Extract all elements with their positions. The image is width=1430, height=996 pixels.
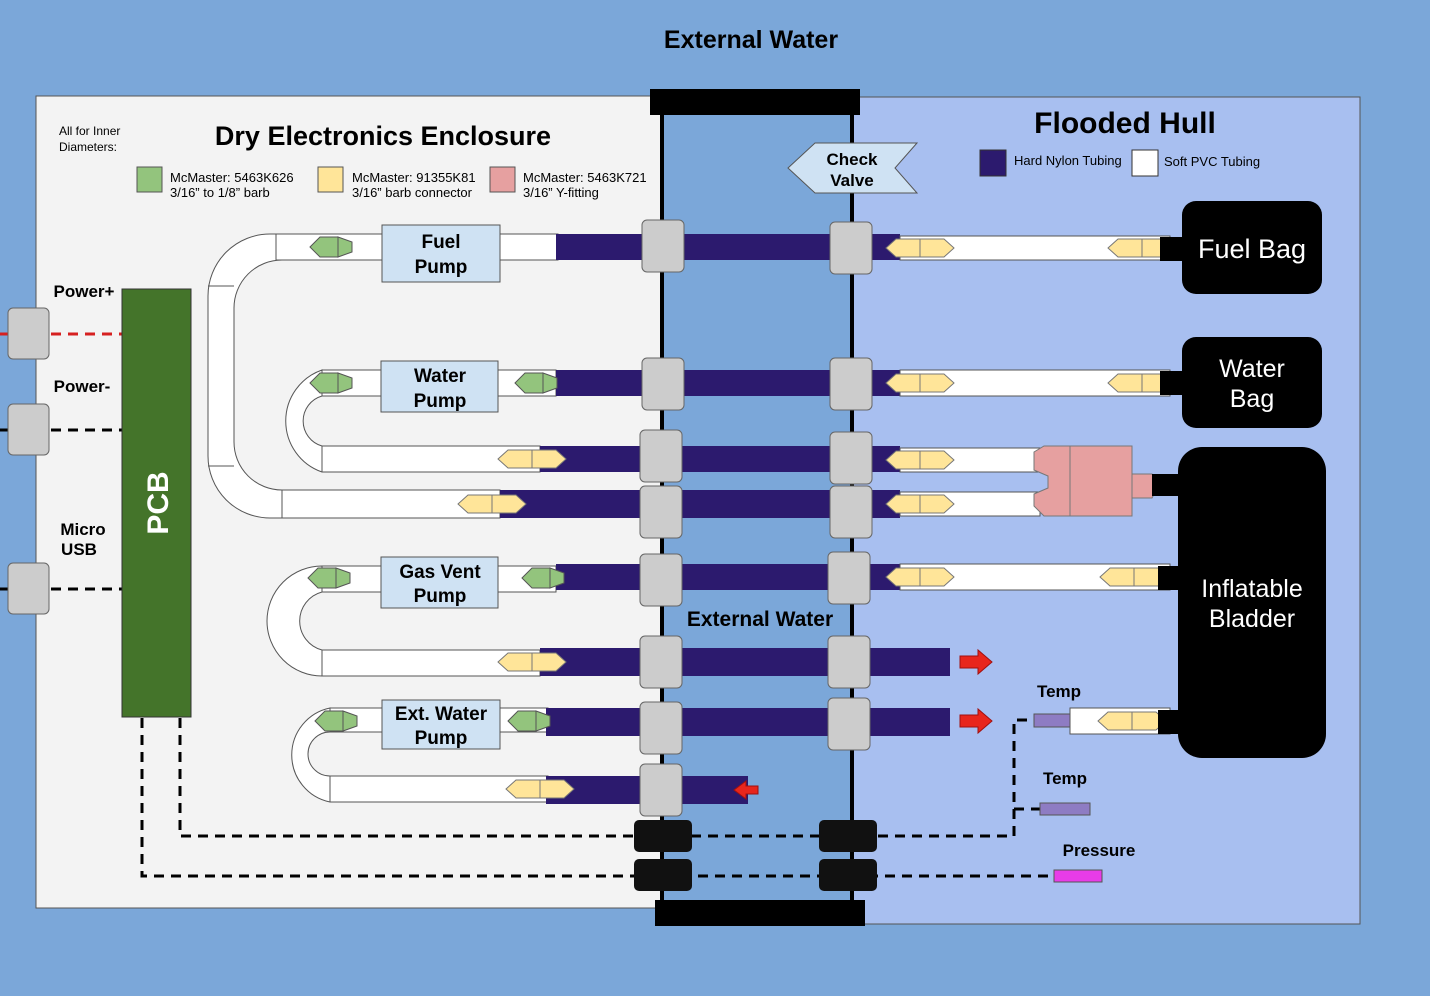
legend-note-2: Diameters:: [59, 140, 117, 154]
exhaust-arrow-icon: [959, 648, 993, 676]
water-bag: Water Bag: [1160, 337, 1322, 428]
bladder-line1: Inflatable: [1201, 575, 1302, 603]
micro-usb-port: [7, 562, 50, 615]
fuel-pump-line2: Pump: [415, 257, 468, 278]
green-fitting: [521, 567, 565, 589]
green-fitting: [307, 567, 351, 589]
gas-vent-pump: Gas Vent Pump: [380, 556, 499, 609]
water-bag-line1: Water: [1219, 355, 1285, 383]
legend-yellow-2: 3/16” barb connector: [352, 185, 473, 200]
legend-pink-2: 3/16” Y-fitting: [523, 185, 599, 200]
inflatable-bladder: Inflatable Bladder: [1152, 447, 1326, 758]
gas-vent-pump-line1: Gas Vent: [399, 562, 481, 583]
inflow-arrow-icon: [733, 780, 759, 800]
external-ports: [7, 307, 50, 615]
bulkhead-connectors: [639, 219, 873, 817]
legend-swatch-nylon: [979, 149, 1007, 177]
yellow-fitting: [497, 449, 567, 469]
flooded-hull-title: Flooded Hull: [1034, 107, 1216, 140]
green-fitting: [514, 372, 558, 394]
bottom-endcap: [655, 900, 865, 926]
nylon-extwater-out: [546, 708, 950, 736]
power-plus-label: Power+: [54, 282, 115, 301]
yellow-fitting: [885, 373, 955, 393]
legend-pvc-label: Soft PVC Tubing: [1164, 154, 1260, 169]
legend-note-1: All for Inner: [59, 124, 120, 138]
yellow-fitting: [457, 494, 527, 514]
temp1-label: Temp: [1037, 682, 1081, 701]
green-fitting: [309, 236, 353, 258]
check-valve-line1: Check: [826, 150, 878, 169]
yellow-fitting: [1097, 711, 1167, 731]
green-fitting: [309, 372, 353, 394]
power-minus-label: Power-: [54, 377, 111, 396]
temp2-label: Temp: [1043, 769, 1087, 788]
yellow-fitting: [885, 567, 955, 587]
legend-pink-1: McMaster: 5463K721: [523, 170, 647, 185]
power-plus-port: [7, 307, 50, 360]
pressure-label: Pressure: [1063, 841, 1136, 860]
pvc-loop-fuel: [207, 233, 501, 519]
ext-water-pump-line2: Pump: [415, 728, 468, 749]
yellow-fitting: [497, 652, 567, 672]
gas-vent-pump-line2: Pump: [414, 586, 467, 607]
pressure-sensor: [1053, 869, 1103, 883]
external-water-mid-title: External Water: [687, 608, 833, 631]
legend-swatch-pink: [489, 166, 516, 193]
nylon-gasvent-exhaust: [540, 648, 950, 676]
yellow-fitting: [885, 450, 955, 470]
ext-water-pump-line1: Ext. Water: [395, 704, 488, 725]
ext-water-pump: Ext. Water Pump: [381, 699, 501, 750]
check-valve-line2: Valve: [830, 171, 874, 190]
yellow-fitting: [885, 494, 955, 514]
legend-yellow-1: McMaster: 91355K81: [352, 170, 476, 185]
micro-usb-label-2: USB: [61, 540, 97, 559]
fuel-bag-label: Fuel Bag: [1198, 234, 1306, 264]
fuel-pump-line1: Fuel: [421, 232, 460, 253]
water-pump-line1: Water: [414, 366, 467, 387]
temp-sensor-1: [1033, 713, 1071, 728]
top-endcap: [650, 89, 860, 115]
green-fitting: [507, 710, 551, 732]
micro-usb-label-1: Micro: [60, 520, 105, 539]
water-bag-line2: Bag: [1230, 385, 1274, 413]
bladder-line2: Bladder: [1209, 605, 1295, 633]
fuel-pump: Fuel Pump: [381, 224, 501, 283]
legend-nylon-label: Hard Nylon Tubing: [1014, 153, 1122, 168]
power-minus-port: [7, 403, 50, 456]
temp-sensor-2: [1039, 802, 1091, 816]
green-fitting: [314, 710, 358, 732]
legend-green-1: McMaster: 5463K626: [170, 170, 294, 185]
legend-swatch-pvc: [1131, 149, 1159, 177]
external-water-top-title: External Water: [664, 26, 838, 54]
water-pump: Water Pump: [380, 360, 499, 413]
legend-green-2: 3/16” to 1/8” barb: [170, 185, 270, 200]
yellow-fitting: [885, 238, 955, 258]
yellow-fitting: [1099, 567, 1169, 587]
dry-enclosure-title: Dry Electronics Enclosure: [215, 121, 551, 151]
legend-swatch-yellow: [317, 166, 344, 193]
yellow-fitting: [505, 779, 575, 799]
pvc-fuel-pump-out: [499, 233, 559, 261]
check-valve-label-shape: [787, 142, 919, 194]
pcb-label: PCB: [142, 471, 175, 534]
fuel-bag: Fuel Bag: [1160, 201, 1322, 294]
wire-penetrators: [634, 820, 877, 891]
outflow-arrow-icon: [959, 707, 993, 735]
water-pump-line2: Pump: [414, 391, 467, 412]
y-fitting: [1033, 445, 1159, 517]
pcb: PCB: [121, 288, 192, 718]
legend-swatch-green: [136, 166, 163, 193]
